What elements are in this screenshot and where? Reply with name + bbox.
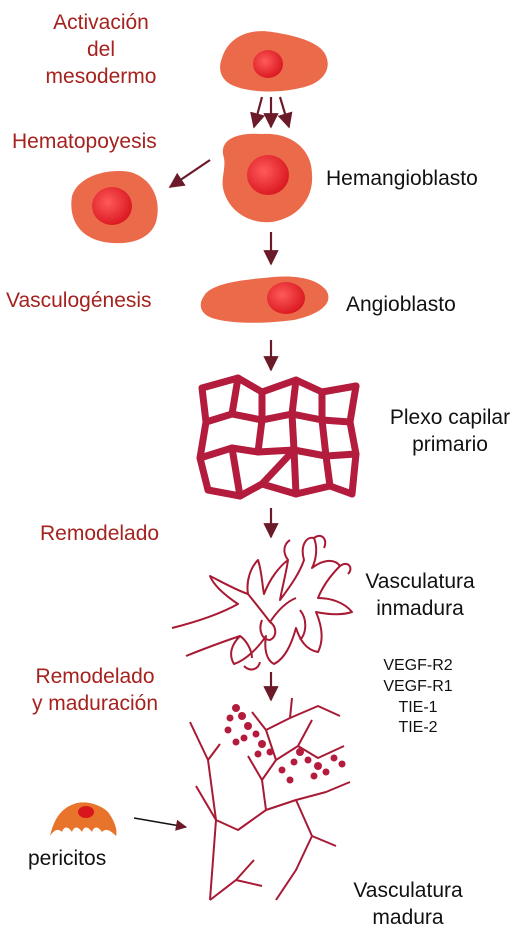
label-pericytes: pericitos — [28, 846, 106, 873]
mature-line1: Vasculatura — [340, 878, 476, 905]
label-mature-vasculature: Vasculatura madura — [340, 878, 476, 932]
angioblast-cell — [201, 277, 329, 323]
hemangioblast-cell — [223, 134, 313, 223]
stage-label-hematopoiesis: Hematopoyesis — [12, 129, 157, 156]
capillary-plexus — [200, 378, 356, 496]
stage-label-remodeling-maturation: Remodelado y maduración — [16, 664, 174, 718]
mature-line2: madura — [340, 905, 476, 932]
stage-label-activation: Activación del mesodermo — [38, 10, 164, 91]
receptor-item: VEGF-R1 — [374, 677, 462, 698]
hematopoiesis-arrow — [170, 160, 210, 187]
mature-vasculature — [190, 698, 350, 900]
label-immature-vasculature: Vasculatura inmadura — [350, 569, 490, 623]
label-hemangioblast: Hemangioblasto — [326, 166, 478, 193]
mesoderm-cell — [220, 31, 328, 91]
receptor-item: TIE-2 — [374, 718, 462, 739]
remodeling-maturation-line2: y maduración — [16, 691, 174, 718]
hematopoietic-cell — [71, 171, 157, 243]
label-primary-plexus: Plexo capilar primario — [376, 405, 524, 459]
pericyte-icon — [50, 802, 117, 836]
immature-line2: inmadura — [350, 596, 490, 623]
receptor-list: VEGF-R2 VEGF-R1 TIE-1 TIE-2 — [374, 656, 462, 739]
activation-line3: mesodermo — [38, 64, 164, 91]
pericyte-clusters — [225, 704, 346, 784]
remodeling-maturation-line1: Remodelado — [16, 664, 174, 691]
receptor-item: TIE-1 — [374, 698, 462, 719]
primary-plexus-line1: Plexo capilar — [376, 405, 524, 432]
stage-label-remodeling: Remodelado — [40, 521, 159, 548]
label-angioblast: Angioblasto — [346, 292, 456, 319]
immature-line1: Vasculatura — [350, 569, 490, 596]
immature-vasculature — [172, 536, 352, 670]
pericyte-arrow — [134, 818, 186, 827]
primary-plexus-line2: primario — [376, 432, 524, 459]
activation-line1: Activación — [38, 10, 164, 37]
activation-line2: del — [38, 37, 164, 64]
mesoderm-arrows — [254, 97, 289, 127]
receptor-item: VEGF-R2 — [374, 656, 462, 677]
stage-label-vasculogenesis: Vasculogénesis — [6, 288, 152, 315]
